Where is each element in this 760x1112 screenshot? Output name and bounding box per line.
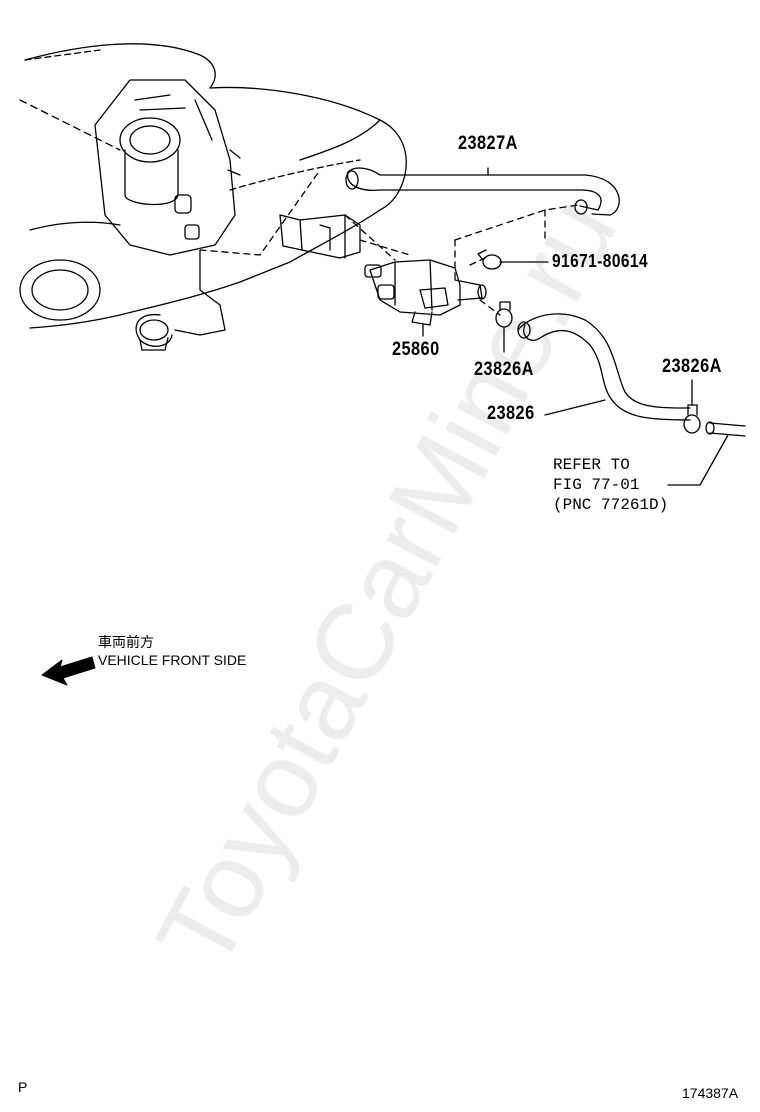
leaders	[422, 167, 489, 337]
refer-note-line2: FIG 77-01	[553, 476, 640, 494]
throttle-body	[94, 79, 241, 351]
label-23826: 23826	[487, 403, 535, 424]
direction-label-en: VEHICLE FRONT SIDE	[98, 652, 247, 668]
bracket	[279, 214, 361, 259]
direction-label-jp: 車両前方	[98, 634, 154, 650]
intake-manifold-outline	[19, 43, 407, 329]
bolt-91671-80614	[477, 249, 549, 270]
clip-23826a-1	[495, 301, 513, 353]
vsv-valve-25860	[364, 259, 487, 326]
clip-23826a-2	[683, 379, 701, 434]
refer-note-line3: (PNC 77261D)	[553, 496, 669, 514]
figure-id: 174387A	[682, 1085, 739, 1101]
dashed-leaders	[199, 169, 579, 316]
refer-note-line1: REFER TO	[553, 456, 630, 474]
label-25860: 25860	[392, 339, 440, 360]
label-23827a: 23827A	[458, 133, 518, 154]
corner-code: P	[18, 1079, 28, 1095]
vehicle-front-arrow-icon	[41, 656, 96, 686]
label-23826a-2: 23826A	[662, 356, 722, 377]
label-91671-80614: 91671-80614	[552, 251, 648, 271]
hose-23827a	[345, 167, 620, 216]
label-23826a-1: 23826A	[474, 359, 534, 380]
hose-23826	[517, 313, 691, 421]
pipe-stub	[667, 421, 746, 486]
